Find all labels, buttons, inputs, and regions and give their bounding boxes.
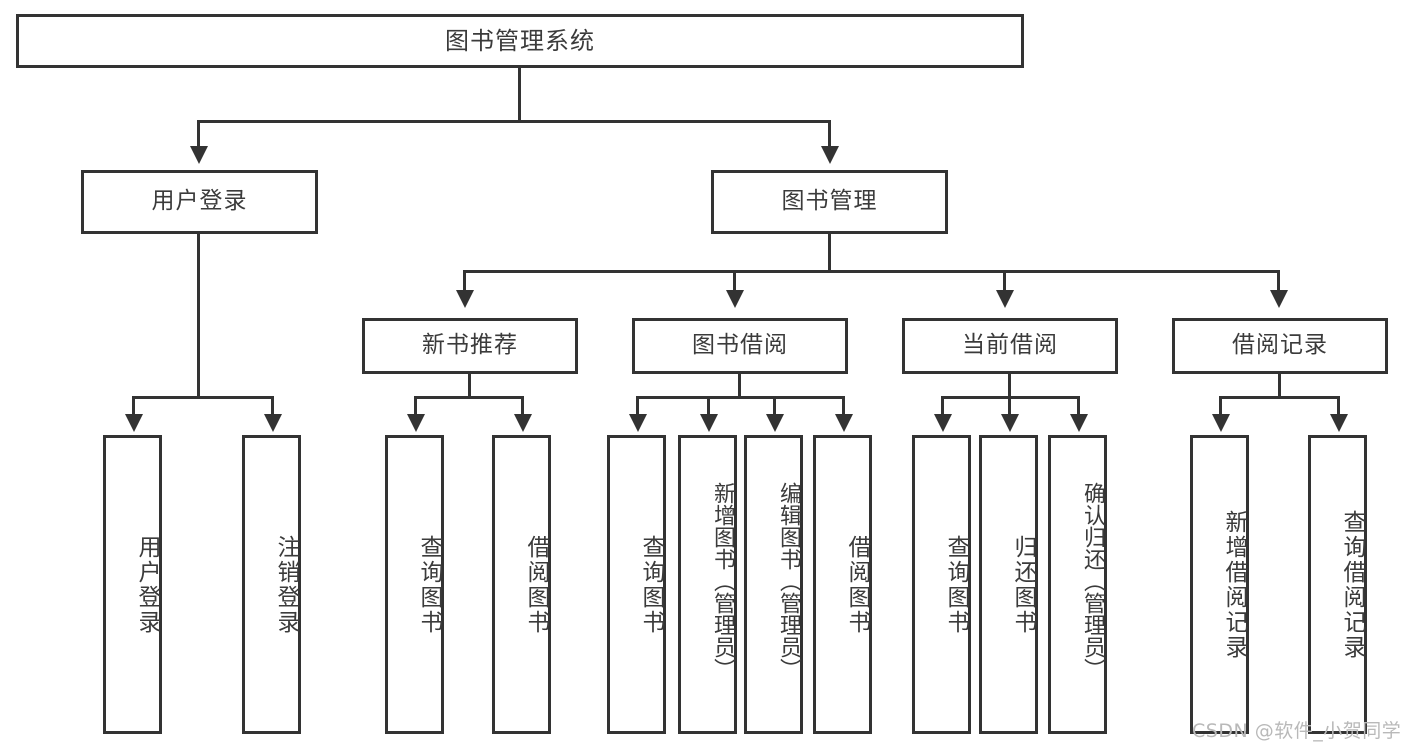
connector-book-borrow-drop-2 [707, 396, 710, 416]
arrow-to-borrow-record [1270, 290, 1288, 308]
node-user-login[interactable]: 用户登录 [81, 170, 318, 234]
leaf-node-query-book-2[interactable]: 查询图书 [607, 435, 666, 734]
connector-borrow-record-drop-2 [1337, 396, 1340, 416]
arrow-to-leaf-return-book [1001, 414, 1019, 432]
connector-new-book-stem [468, 374, 471, 398]
arrow-to-leaf-query-book-2 [629, 414, 647, 432]
arrow-to-book-borrow [726, 290, 744, 308]
connector-new-book-bus [414, 396, 524, 399]
connector-user-login-drop-2 [271, 396, 274, 416]
connector-level2-drop-3 [1003, 270, 1006, 292]
arrow-to-leaf-borrow-book-2 [835, 414, 853, 432]
connector-book-borrow-bus [636, 396, 845, 399]
arrow-to-leaf-user-login [125, 414, 143, 432]
connector-user-login-drop-1 [132, 396, 135, 416]
connector-level2-drop-2 [733, 270, 736, 292]
leaf-node-edit-book[interactable]: 编辑图书（管理员） [744, 435, 803, 734]
leaf-node-return-book[interactable]: 归还图书 [979, 435, 1038, 734]
node-root-system[interactable]: 图书管理系统 [16, 14, 1024, 68]
connector-user-login-stem [197, 234, 200, 398]
arrow-to-leaf-edit-book [766, 414, 784, 432]
connector-level2-drop-1 [463, 270, 466, 292]
arrow-to-leaf-borrow-book-1 [514, 414, 532, 432]
arrow-to-leaf-user-logout [264, 414, 282, 432]
leaf-node-add-book[interactable]: 新增图书（管理员） [678, 435, 737, 734]
leaf-node-query-book-1[interactable]: 查询图书 [385, 435, 444, 734]
arrow-to-leaf-confirm-return [1070, 414, 1088, 432]
arrow-to-leaf-query-book-1 [407, 414, 425, 432]
leaf-node-borrow-book-1[interactable]: 借阅图书 [492, 435, 551, 734]
connector-user-login-bus [132, 396, 274, 399]
connector-root-stem [518, 68, 521, 122]
connector-book-management-stem [828, 234, 831, 272]
leaf-node-query-book-3[interactable]: 查询图书 [912, 435, 971, 734]
csdn-watermark: CSDN @软件_小贺同学 [1192, 720, 1402, 742]
connector-level1-drop-user [197, 120, 200, 148]
connector-level2-bus [463, 270, 1280, 273]
connector-current-borrow-drop-3 [1077, 396, 1080, 416]
connector-borrow-record-stem [1278, 374, 1281, 398]
arrow-to-leaf-add-record [1212, 414, 1230, 432]
connector-book-borrow-stem [738, 374, 741, 398]
arrow-to-current-borrow [996, 290, 1014, 308]
arrow-to-leaf-query-book-3 [934, 414, 952, 432]
connector-borrow-record-bus [1219, 396, 1340, 399]
connector-book-borrow-drop-4 [842, 396, 845, 416]
leaf-node-confirm-return[interactable]: 确认归还（管理员） [1048, 435, 1107, 734]
node-book-management[interactable]: 图书管理 [711, 170, 948, 234]
leaf-node-query-record[interactable]: 查询借阅记录 [1308, 435, 1367, 734]
connector-current-borrow-drop-1 [941, 396, 944, 416]
arrow-to-book-management [821, 146, 839, 164]
arrow-to-leaf-query-record [1330, 414, 1348, 432]
leaf-node-user-logout[interactable]: 注销登录 [242, 435, 301, 734]
connector-current-borrow-drop-2 [1008, 396, 1011, 416]
connector-current-borrow-stem [1008, 374, 1011, 398]
connector-new-book-drop-1 [414, 396, 417, 416]
connector-book-borrow-drop-3 [773, 396, 776, 416]
leaf-node-add-record[interactable]: 新增借阅记录 [1190, 435, 1249, 734]
connector-level1-bus [197, 120, 831, 123]
node-current-borrow[interactable]: 当前借阅 [902, 318, 1118, 374]
leaf-node-borrow-book-2[interactable]: 借阅图书 [813, 435, 872, 734]
connector-book-borrow-drop-1 [636, 396, 639, 416]
arrow-to-user-login [190, 146, 208, 164]
arrow-to-leaf-add-book [700, 414, 718, 432]
node-book-borrow[interactable]: 图书借阅 [632, 318, 848, 374]
connector-level2-drop-4 [1277, 270, 1280, 292]
connector-borrow-record-drop-1 [1219, 396, 1222, 416]
arrow-to-new-book-recommend [456, 290, 474, 308]
leaf-node-user-login[interactable]: 用户登录 [103, 435, 162, 734]
connector-level1-drop-book [828, 120, 831, 148]
node-new-book-recommend[interactable]: 新书推荐 [362, 318, 578, 374]
connector-new-book-drop-2 [521, 396, 524, 416]
node-borrow-record[interactable]: 借阅记录 [1172, 318, 1388, 374]
